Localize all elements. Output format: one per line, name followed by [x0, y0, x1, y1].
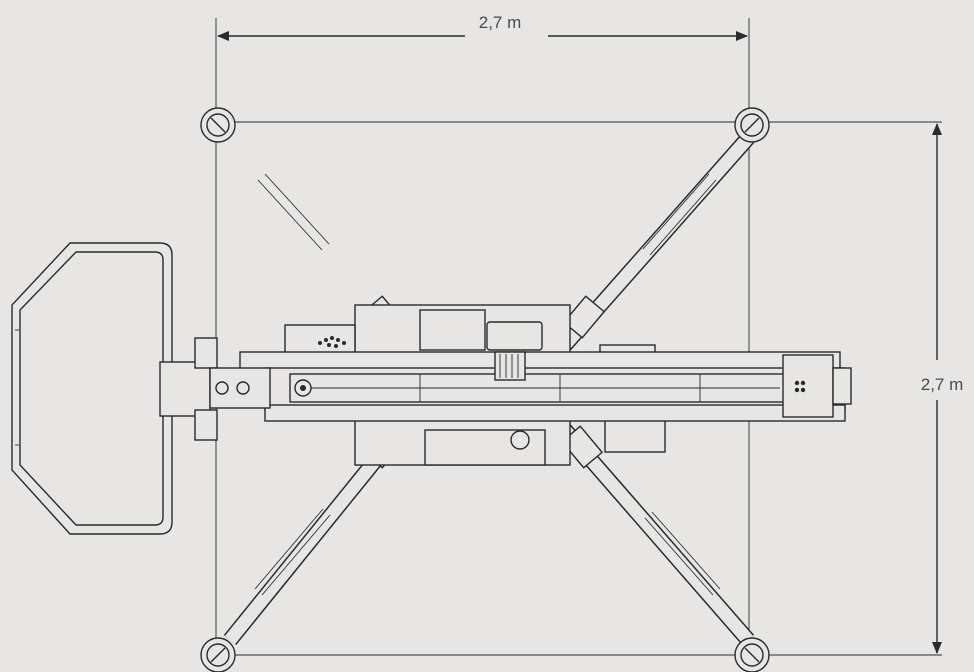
basket-platform — [11, 242, 271, 535]
basket-bracket-top — [194, 337, 218, 369]
outrigger-leg-lower-right — [558, 424, 755, 646]
fuel-tank — [284, 324, 356, 356]
boom-bottom-rail — [264, 404, 846, 422]
boom-top-rail — [239, 351, 841, 371]
height-dimension-label: 2,7 m — [921, 375, 964, 394]
boom-head-bolts — [794, 380, 806, 393]
outrigger-foot-upper-left — [200, 107, 236, 143]
boom-head — [782, 354, 834, 418]
outrigger-leg-upper-right — [559, 132, 754, 351]
boom-tip — [832, 367, 852, 405]
basket-rail-outer — [11, 242, 173, 535]
lower-fitting — [510, 430, 530, 450]
outrigger-foot-lower-left — [200, 637, 236, 672]
outrigger-foot-lower-right — [734, 637, 770, 672]
width-dimension-label: 2,7 m — [479, 13, 522, 32]
telescopic-boom — [239, 351, 852, 422]
engine-cover — [419, 309, 486, 351]
outrigger-foot-upper-right — [734, 107, 770, 143]
basket-mount-plate — [159, 361, 211, 417]
control-box — [486, 321, 543, 351]
outrigger-feet — [200, 107, 770, 672]
vent-grille — [318, 336, 346, 348]
boom-pivot-block — [494, 351, 526, 381]
basket-bracket-bottom — [194, 409, 218, 441]
basket-rotator — [209, 367, 271, 409]
basket-rail-inner — [19, 251, 164, 526]
